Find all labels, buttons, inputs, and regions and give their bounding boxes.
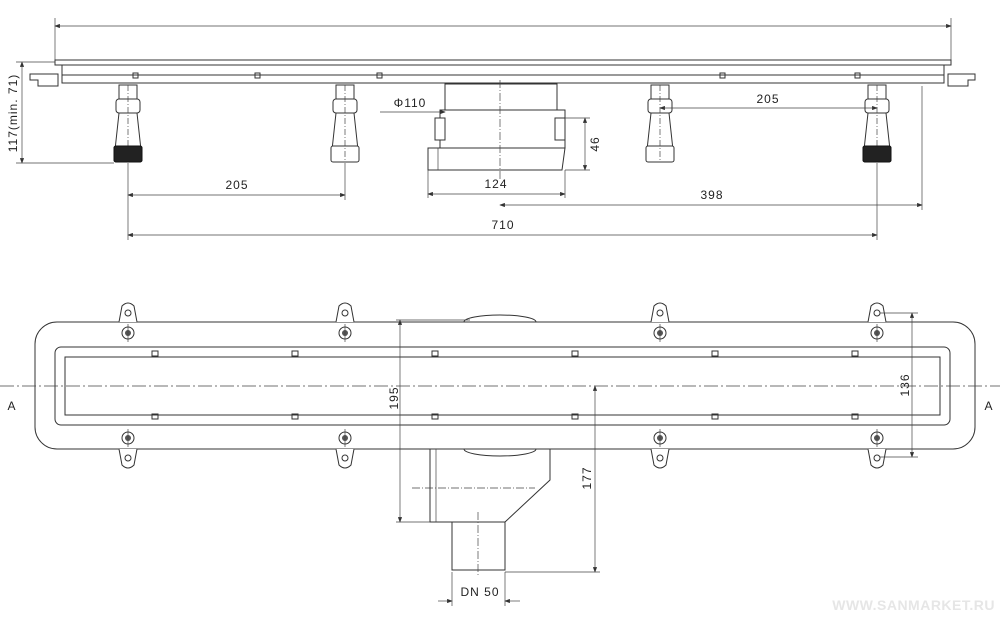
outlet-offset-label: 398: [700, 188, 723, 202]
plan-view: A A 195 177 136 DN 50: [0, 302, 1000, 606]
section-marker-right: A: [984, 399, 993, 413]
grate-clips: [151, 350, 859, 420]
channel-outer-frame: [34, 321, 976, 450]
grate: [64, 356, 941, 416]
adjustable-foot: [330, 84, 360, 163]
foot-base-dark: [862, 145, 892, 163]
outlet-centre-label: 177: [580, 466, 594, 489]
channel-profile: [29, 59, 976, 87]
side-view: 117(min. 71) Φ110 46 205 124 398 710 205: [6, 18, 976, 240]
outlet-width-label: 124: [484, 177, 507, 191]
adjustable-foot: [645, 84, 675, 163]
outlet-size-label: DN 50: [460, 585, 499, 599]
tab-spacing-label: 136: [898, 373, 912, 396]
outlet-depth-label: 195: [387, 386, 401, 409]
foot-spacing-right-label: 205: [756, 92, 779, 106]
outlet-plan: [412, 449, 551, 575]
outlet-height-label: 46: [588, 136, 602, 151]
outlet-side: [427, 80, 566, 180]
foot-spacing-left-label: 205: [225, 178, 248, 192]
watermark: WWW.SANMARKET.RU: [832, 597, 995, 613]
outlet-diameter-label: Φ110: [394, 96, 427, 110]
foot-base-dark: [113, 145, 143, 163]
foot-span-label: 710: [491, 218, 514, 232]
height-dimension-label: 117(min. 71): [6, 74, 20, 152]
section-marker-left: A: [7, 399, 16, 413]
